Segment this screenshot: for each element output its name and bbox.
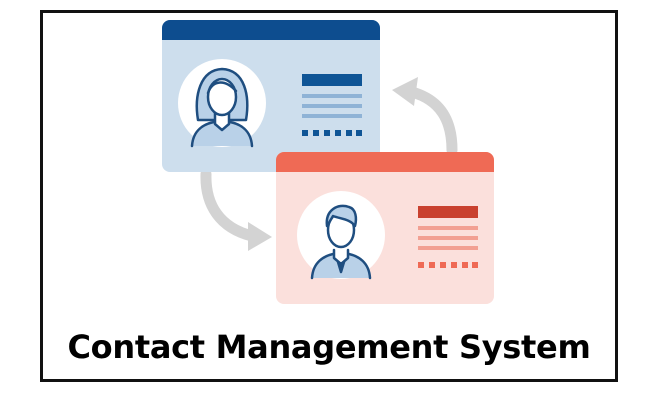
card-front-dots [418, 262, 478, 268]
card-front-line-2 [418, 236, 478, 240]
contact-card-back [162, 20, 380, 172]
curved-arrow-up-icon [392, 77, 458, 156]
card-back-line-3 [302, 114, 362, 118]
card-back-line-1 [302, 94, 362, 98]
card-back-header [162, 20, 380, 40]
curved-arrow-down-icon [200, 168, 272, 251]
card-front-header [276, 152, 494, 172]
card-back-dots [302, 130, 362, 136]
contact-card-front [276, 152, 494, 304]
card-front-line-1 [418, 226, 478, 230]
card-front-accent-bar [418, 206, 478, 218]
card-back-line-2 [302, 104, 362, 108]
card-front-line-3 [418, 246, 478, 250]
caption-title: Contact Management System [67, 328, 591, 366]
woman-avatar-icon [190, 67, 254, 148]
man-avatar-icon [310, 204, 372, 280]
card-back-accent-bar [302, 74, 362, 86]
